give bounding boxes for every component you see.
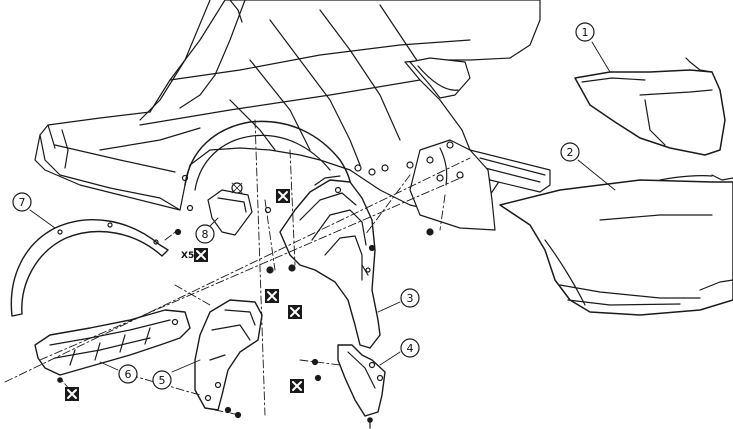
- part-1-tail-lamp: [574, 57, 726, 156]
- screw-icon: [266, 266, 274, 274]
- part-3-fender-liner: [279, 175, 381, 349]
- quantity-label: X5: [181, 251, 194, 261]
- screw-icon: [264, 206, 272, 214]
- callout-6-label: 6: [125, 368, 132, 381]
- screw-icon-group: [224, 206, 322, 419]
- replace-part-icon: [288, 305, 302, 319]
- screw-icon: [314, 374, 322, 382]
- part-6-side-bracket: [34, 309, 191, 383]
- part-8-bracket: [207, 182, 253, 236]
- screw-icon: [288, 264, 296, 272]
- callout-2-label: 2: [567, 146, 574, 159]
- callout-4-label: 4: [407, 342, 414, 355]
- callouts: 1 2 3 4 5 6 7 8: [12, 22, 616, 390]
- callout-6: 6: [99, 361, 138, 384]
- part-2-rear-bumper: [499, 174, 733, 316]
- alignment-centerlines: [4, 119, 471, 416]
- callout-8: 8: [195, 217, 219, 244]
- callout-1-label: 1: [582, 26, 589, 39]
- callout-7: 7: [12, 192, 56, 229]
- screw-icon: [311, 358, 319, 366]
- part-4-mud-flap: [337, 344, 386, 429]
- replace-part-icon: [65, 387, 79, 401]
- callout-5-label: 5: [159, 374, 166, 387]
- part-7-arch-moulding: [10, 219, 182, 317]
- callout-5: 5: [152, 359, 201, 390]
- part-5-liner-bracket: [194, 299, 263, 411]
- replace-part-icon: [276, 189, 290, 203]
- replace-part-icon: [194, 248, 208, 262]
- replace-part-icon: [265, 289, 279, 303]
- callout-4: 4: [379, 338, 420, 366]
- callout-7-label: 7: [19, 196, 26, 209]
- callout-2: 2: [560, 142, 616, 191]
- callout-8-label: 8: [202, 228, 209, 241]
- replace-part-icon: [290, 379, 304, 393]
- callout-1: 1: [575, 22, 611, 73]
- quarter-panel-body: [34, 0, 551, 236]
- callout-3-label: 3: [407, 292, 414, 305]
- screw-icon: [224, 406, 232, 414]
- replace-part-icons: [65, 189, 304, 401]
- screw-icon: [234, 411, 242, 419]
- callout-3: 3: [377, 288, 420, 313]
